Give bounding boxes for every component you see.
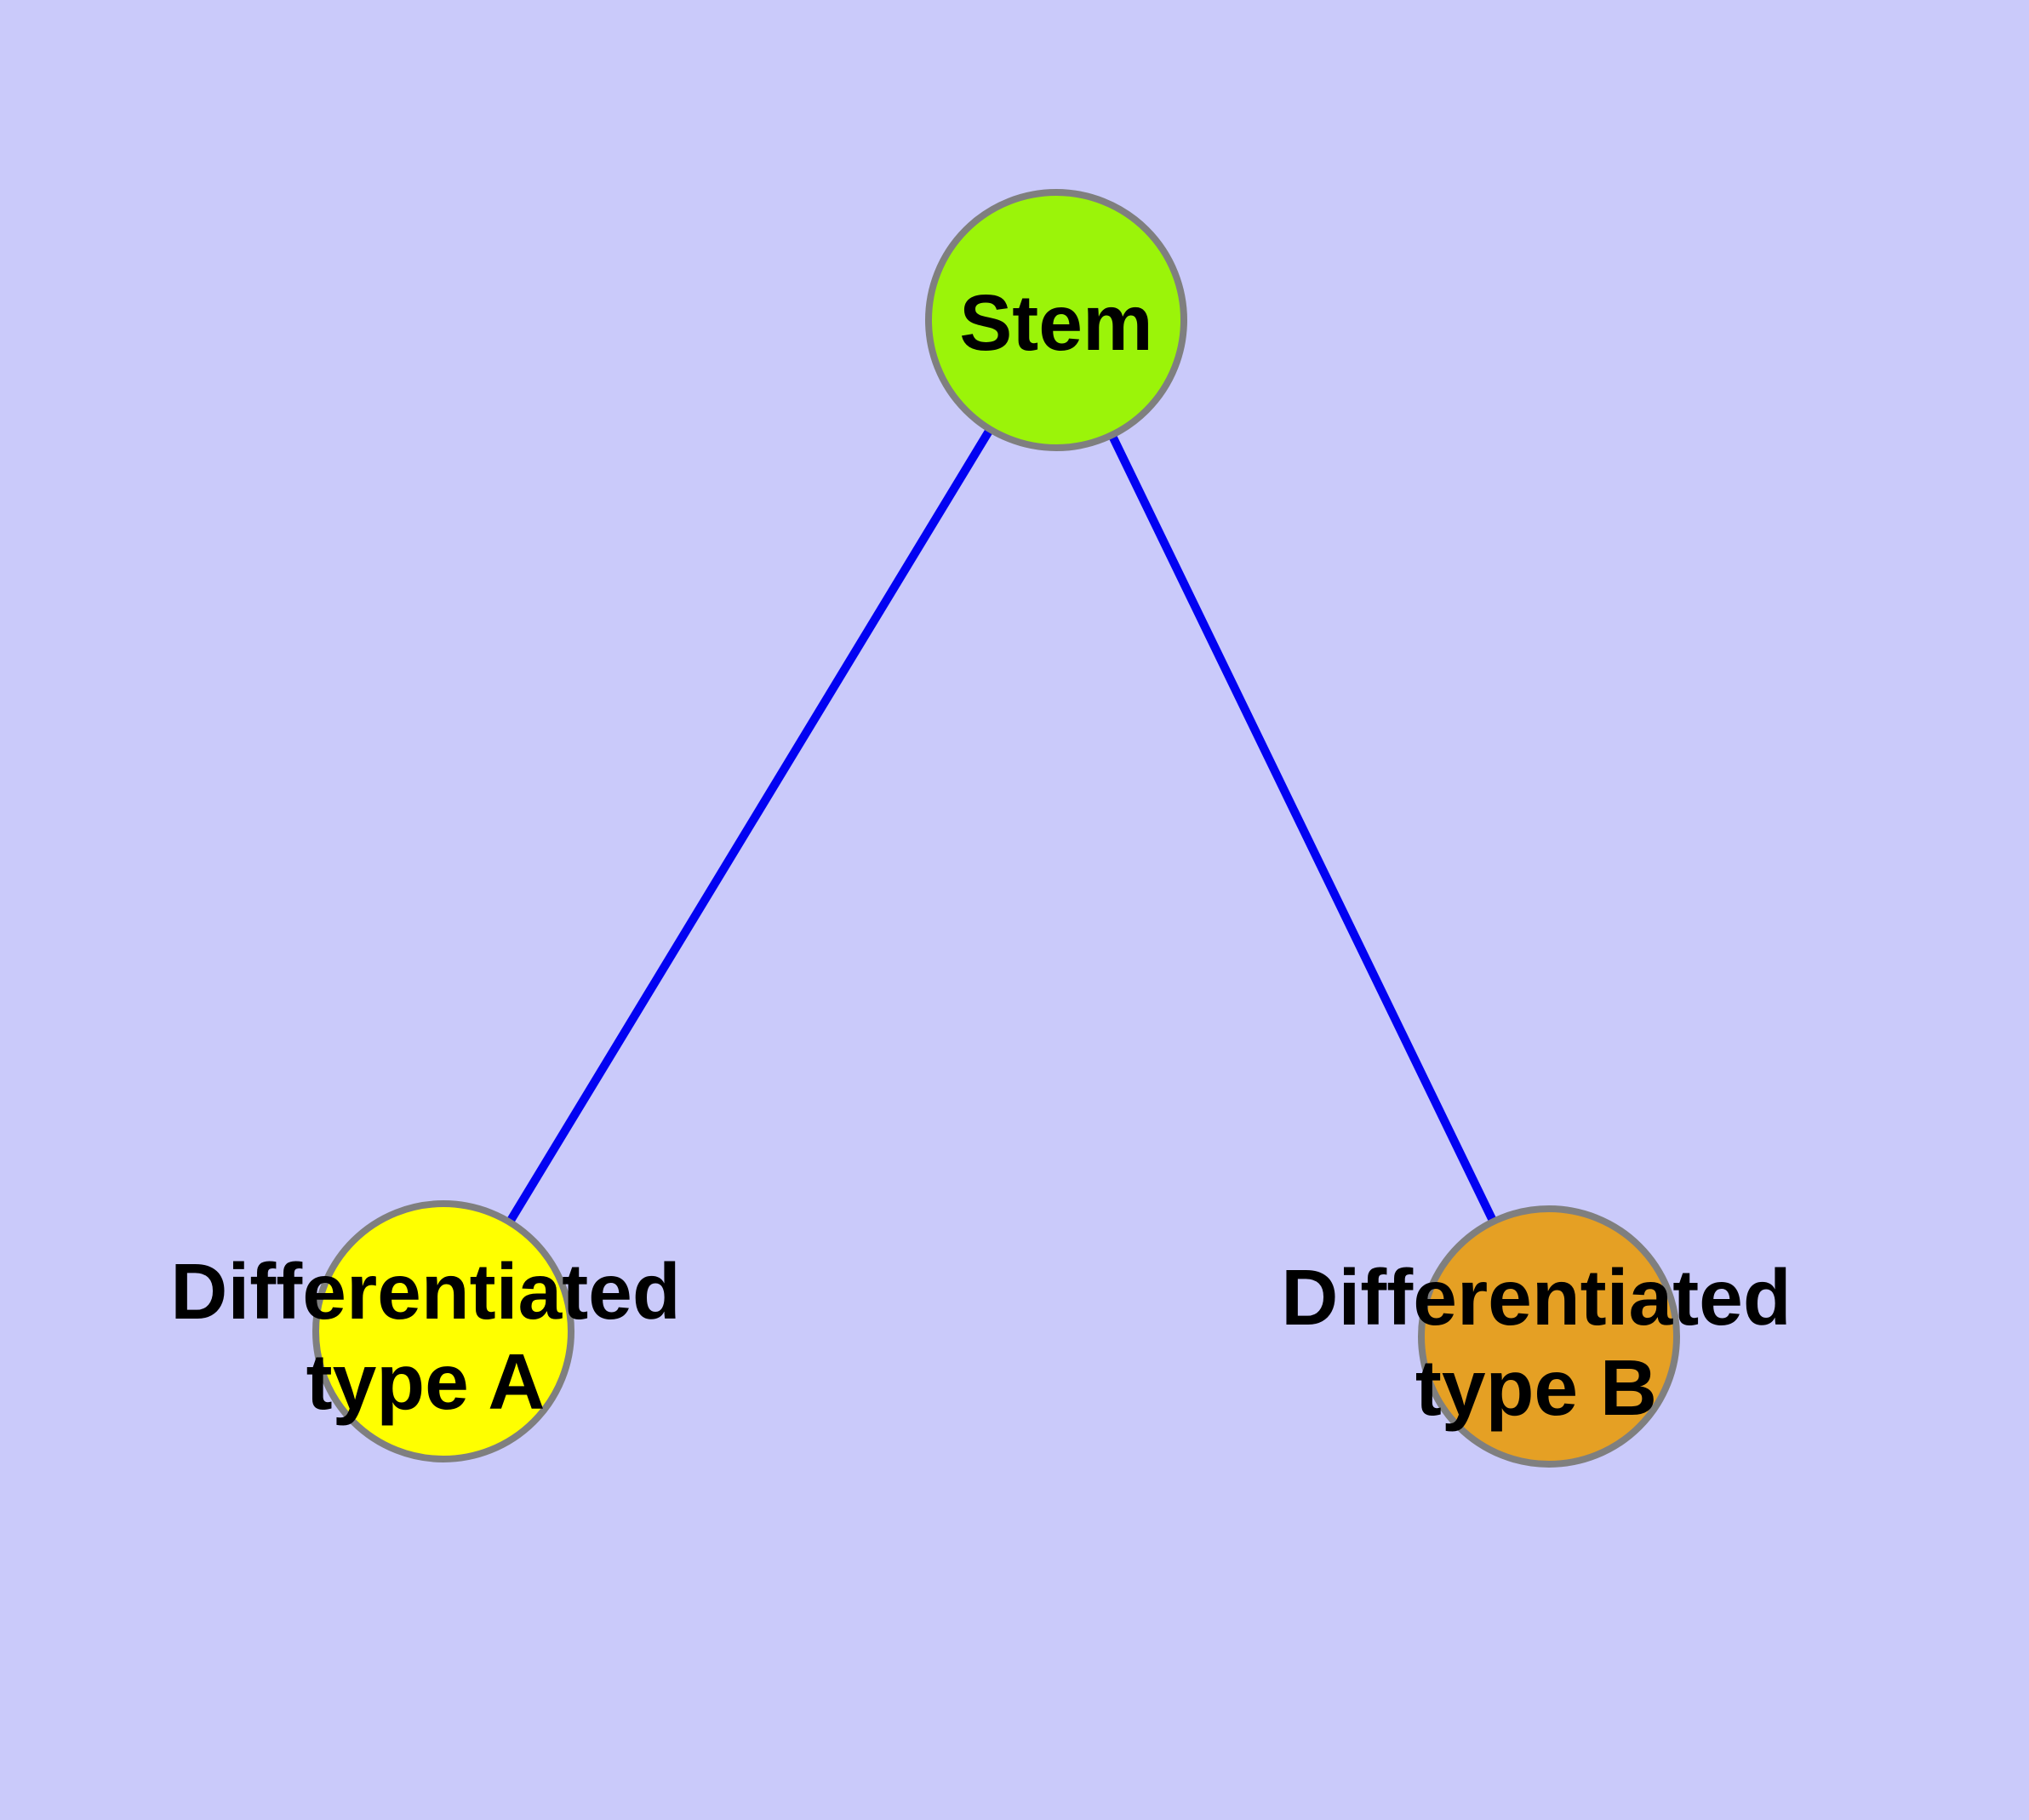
- node-differentiated-type-a: [312, 1200, 574, 1462]
- node-a-label-line-2: type A: [306, 1337, 546, 1426]
- node-stem: [925, 189, 1187, 451]
- node-a-label-line-1: Differentiated: [170, 1247, 680, 1336]
- edge-stem-to-type-a: [439, 318, 1060, 1334]
- edge-stem-to-type-b: [1052, 318, 1553, 1339]
- node-b-label-line-2: type B: [1415, 1343, 1657, 1432]
- node-b-label-line-1: Differentiated: [1281, 1253, 1791, 1342]
- node-stem-label: Stem: [959, 278, 1152, 367]
- node-differentiated-type-b: [1418, 1205, 1680, 1468]
